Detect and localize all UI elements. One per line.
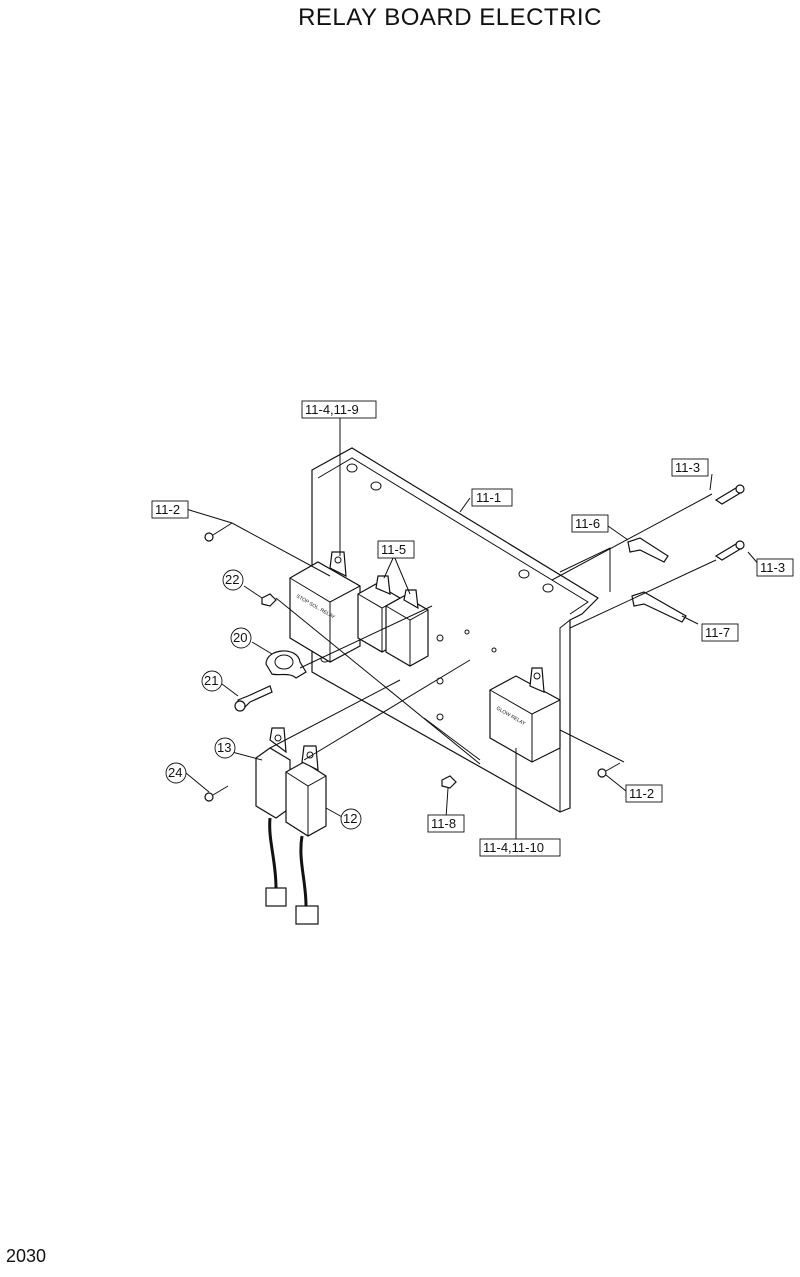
page-title: RELAY BOARD ELECTRIC (298, 4, 602, 31)
glow-relay: GLOW RELAY (489, 667, 561, 763)
leader-lines (185, 418, 761, 840)
callout-11-4-11-10: 11-4,11-10 (483, 840, 544, 855)
callout-12: 12 (343, 811, 357, 826)
terminal-brackets (627, 537, 687, 623)
callout-11-6: 11-6 (575, 516, 600, 531)
callout-13: 13 (217, 740, 231, 755)
callout-11-2-top: 11-2 (155, 502, 180, 517)
callout-11-4-11-9: 11-4,11-9 (305, 402, 359, 417)
small-relays (357, 575, 429, 667)
callout-11-1: 11-1 (476, 490, 501, 505)
callouts: 11-4,11-9 11-1 11-2 11-3 11-6 11-5 11-3 … (151, 400, 794, 857)
callout-11-5: 11-5 (381, 542, 406, 557)
clamp-and-fasteners (234, 593, 457, 789)
callout-11-2-right: 11-2 (629, 786, 654, 801)
page-number: 2030 (6, 1246, 47, 1266)
callout-11-3-right: 11-3 (760, 560, 785, 575)
callout-11-8: 11-8 (431, 816, 456, 831)
callout-22: 22 (225, 572, 239, 587)
callout-11-7: 11-7 (705, 625, 730, 640)
resistors (255, 727, 327, 925)
callout-20: 20 (233, 630, 247, 645)
callout-11-3-top: 11-3 (675, 460, 700, 475)
stop-sol-relay: STOP SOL. RELAY (289, 551, 361, 663)
screws (204, 484, 745, 802)
callout-24: 24 (168, 765, 182, 780)
callout-21: 21 (204, 673, 218, 688)
